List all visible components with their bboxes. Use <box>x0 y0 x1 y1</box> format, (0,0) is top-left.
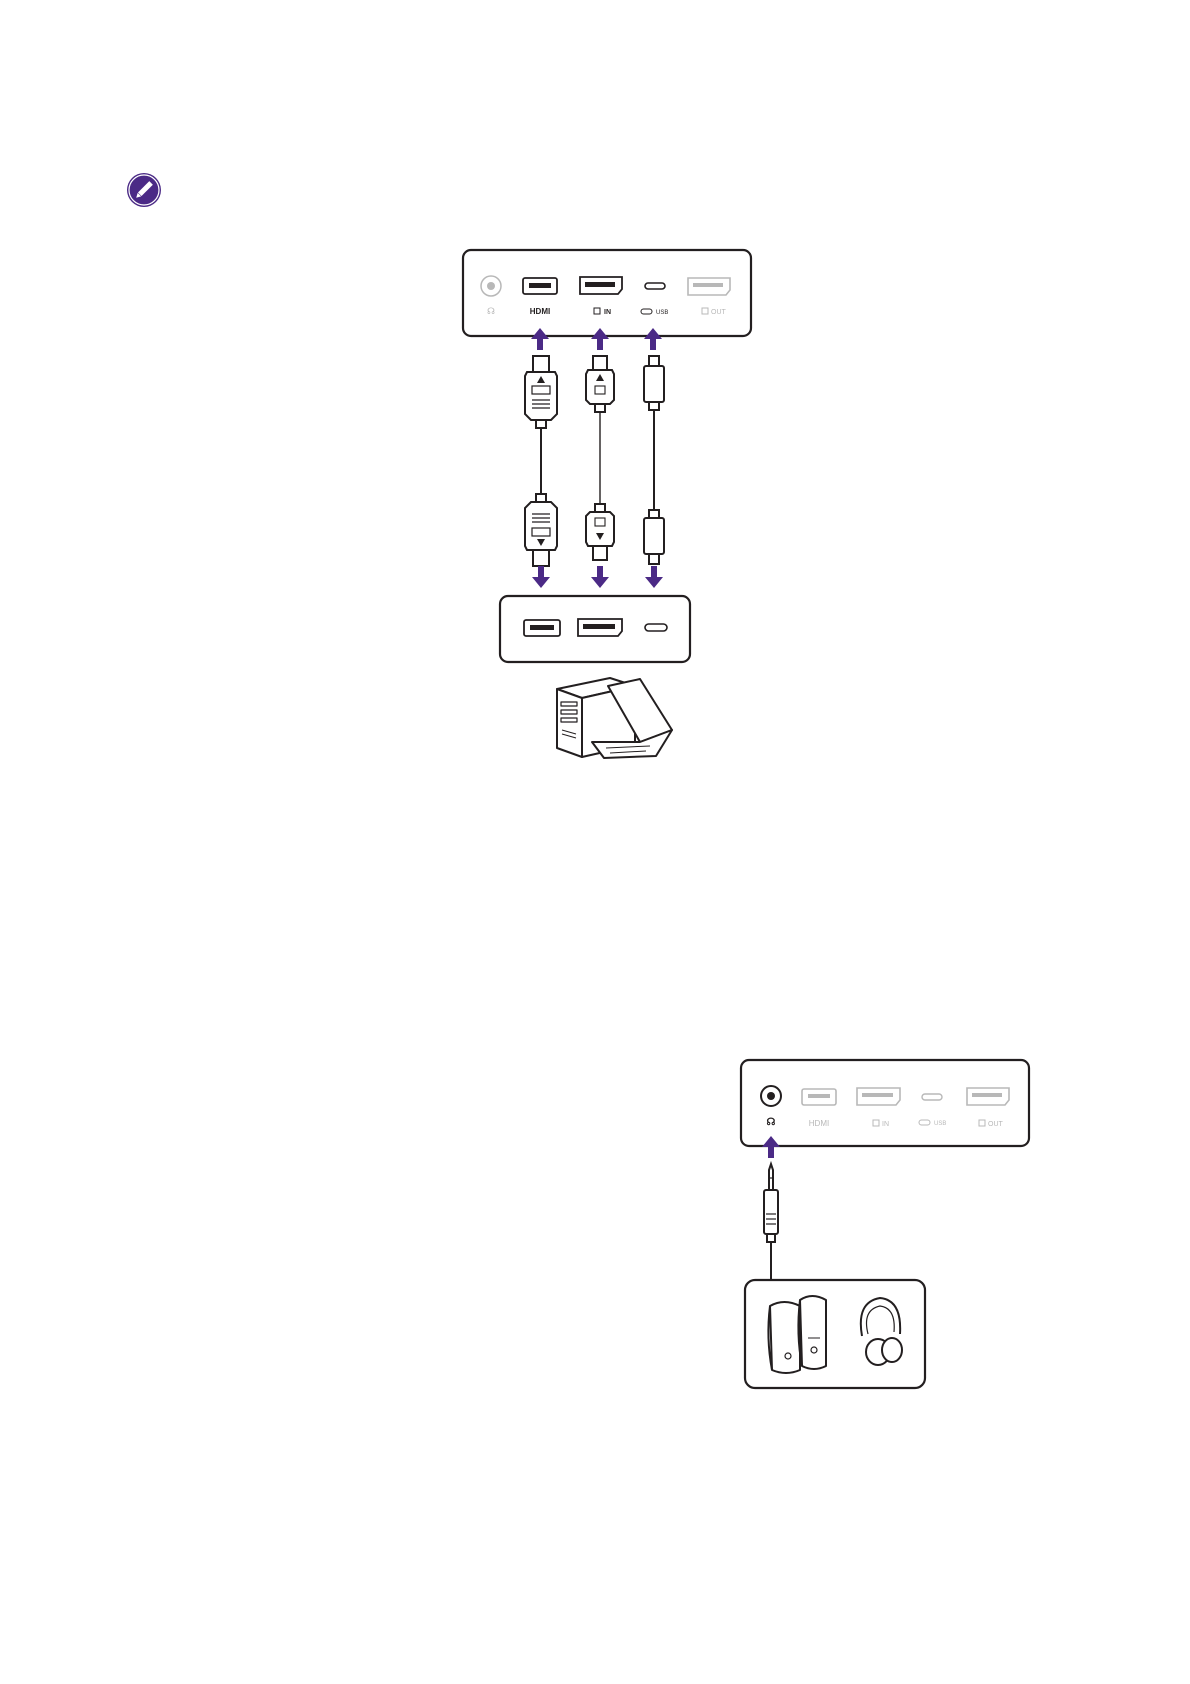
svg-text:USB: USB <box>656 310 668 316</box>
down-arrows-to-pc <box>532 566 663 588</box>
svg-text:IN: IN <box>882 1121 889 1128</box>
usb-c-cable <box>644 356 664 564</box>
pc-io-panel <box>500 596 690 662</box>
monitor-io-panel: ☊ HDMI IN USB <box>463 250 751 336</box>
arrow-down-displayport <box>591 566 609 588</box>
pc-and-laptop-icon <box>557 678 672 758</box>
hdmi-port-label: HDMI <box>530 307 550 316</box>
hdmi-cable <box>525 356 557 566</box>
speakers-icon <box>768 1296 826 1373</box>
video-connection-diagram: ☊ HDMI IN USB <box>463 250 751 758</box>
svg-text:IN: IN <box>604 309 611 316</box>
headphone-port-label: ☊ <box>767 1117 776 1128</box>
arrow-down-hdmi <box>532 566 550 588</box>
svg-text:OUT: OUT <box>711 309 727 316</box>
svg-text:OUT: OUT <box>988 1121 1004 1128</box>
audio-devices-panel <box>745 1280 925 1388</box>
svg-text:USB: USB <box>934 1121 946 1127</box>
monitor-io-panel: ☊ HDMI IN USB <box>741 1060 1029 1146</box>
audio-connection-diagram: ☊ HDMI IN USB <box>741 1060 1029 1388</box>
audio-jack-cable <box>764 1164 778 1280</box>
hdmi-port-label: HDMI <box>809 1119 829 1128</box>
displayport-cable <box>586 356 614 560</box>
headphone-port-label: ☊ <box>487 306 495 316</box>
arrow-down-usb-c <box>645 566 663 588</box>
